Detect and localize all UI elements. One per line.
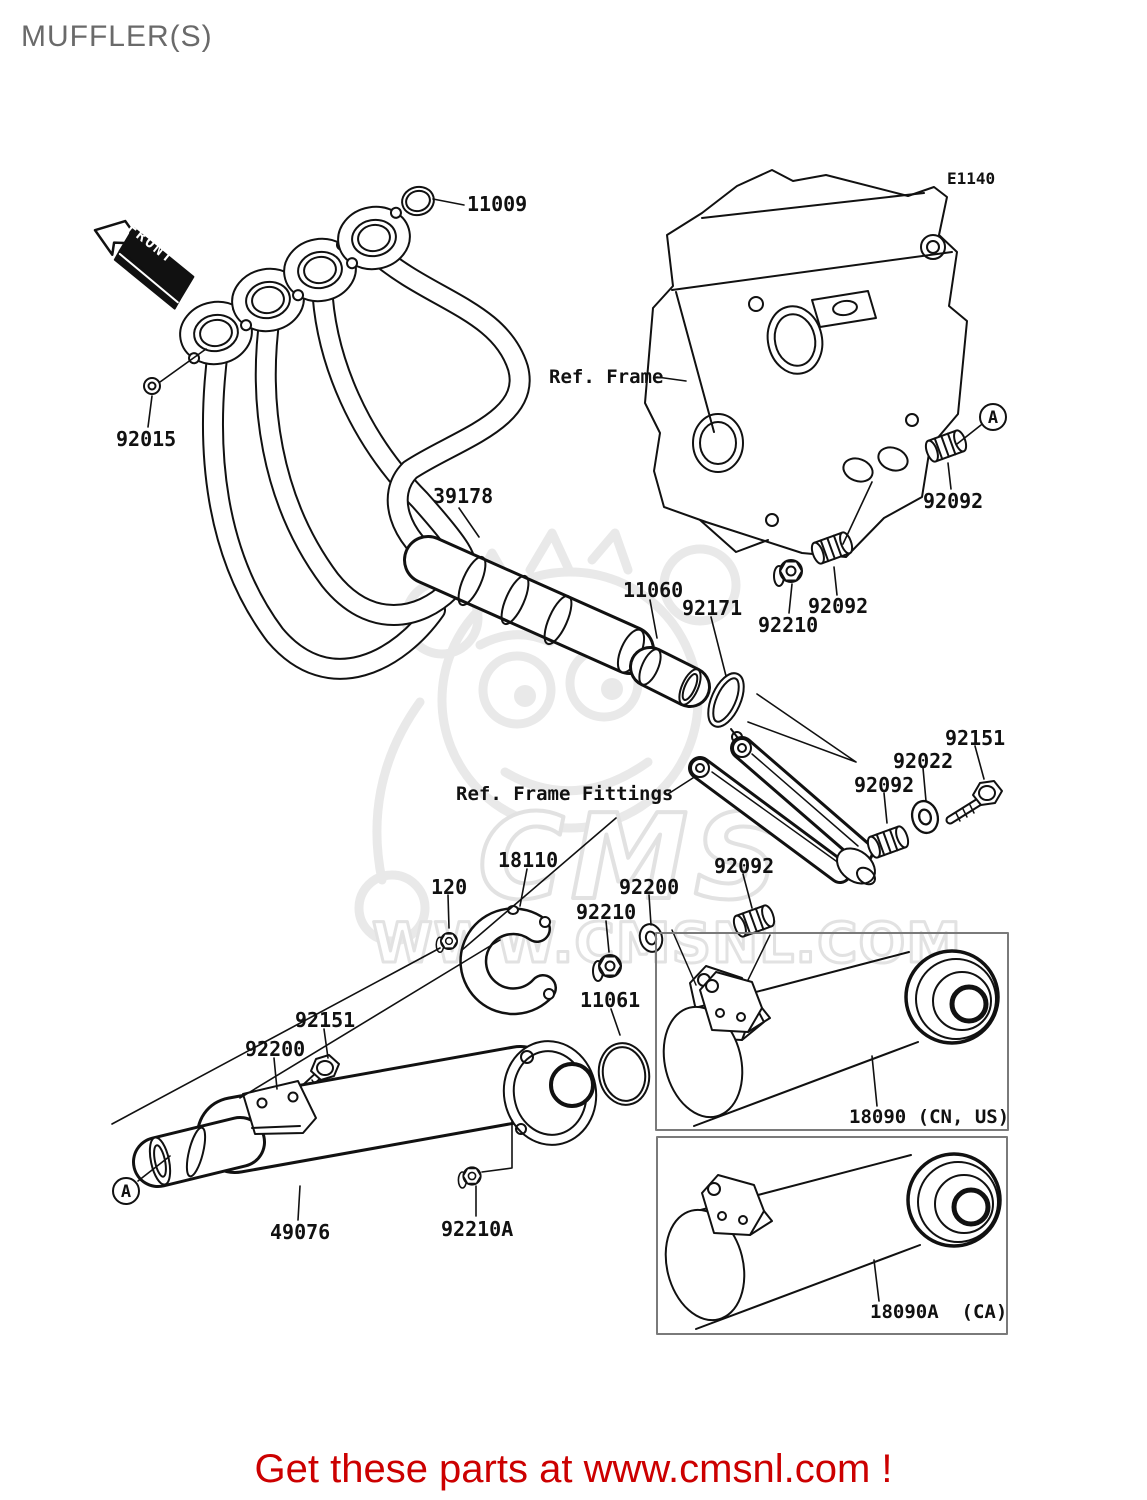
part-label-92151-left: 92151 bbox=[295, 1008, 356, 1032]
ref-frame-label: Ref. Frame bbox=[549, 366, 664, 388]
variant-box-18090 bbox=[655, 932, 1009, 1131]
detail-marker-bottom-letter: A bbox=[121, 1182, 131, 1202]
collector-pipe-drawing bbox=[403, 535, 655, 675]
frame-fittings-drawing bbox=[688, 736, 876, 886]
part-label-92022: 92022 bbox=[893, 749, 954, 773]
ref-frame-drawing bbox=[644, 169, 968, 558]
leader-lines bbox=[111, 198, 985, 1302]
part-label-18110: 18110 bbox=[498, 848, 559, 872]
part-label-92092-right: 92092 bbox=[854, 773, 915, 797]
part-label-92200-right: 92200 bbox=[619, 875, 680, 899]
page-title: MUFFLER(S) bbox=[21, 20, 213, 53]
variant-box-18090a bbox=[656, 1136, 1008, 1335]
part-label-92092-bottom: 92092 bbox=[714, 854, 775, 878]
footer-promo-link[interactable]: Get these parts at www.cmsnl.com ! bbox=[254, 1447, 893, 1491]
part-label-11009: 11009 bbox=[467, 192, 528, 216]
nut-92210-mid bbox=[773, 559, 803, 587]
part-label-11061: 11061 bbox=[580, 988, 641, 1012]
bolt-92151-right bbox=[945, 780, 1003, 825]
washer-92022 bbox=[907, 797, 943, 837]
nut-92210a bbox=[457, 1166, 482, 1189]
damper-92092-right bbox=[864, 823, 912, 861]
part-label-49076: 49076 bbox=[270, 1220, 331, 1244]
part-label-11060: 11060 bbox=[623, 578, 684, 602]
line-art bbox=[93, 169, 1009, 1335]
detail-marker-top-letter: A bbox=[988, 408, 998, 428]
muffler-body-drawing bbox=[132, 1040, 651, 1188]
detail-marker-bottom bbox=[112, 1177, 140, 1205]
part-label-39178: 39178 bbox=[433, 484, 494, 508]
bolt-92015-drawing bbox=[143, 377, 161, 395]
detail-marker-top bbox=[979, 403, 1007, 431]
exhaust-flanges-drawing bbox=[174, 200, 416, 371]
part-label-18090: 18090 (CN, US) bbox=[849, 1106, 1010, 1128]
ref-frame-fittings-label: Ref. Frame Fittings bbox=[456, 783, 674, 805]
part-label-120: 120 bbox=[431, 875, 468, 899]
front-arrow bbox=[93, 219, 195, 310]
part-label-92210a: 92210A bbox=[441, 1217, 514, 1241]
watermark-brand-text: CMS bbox=[478, 788, 785, 926]
variant-boxes bbox=[655, 932, 1009, 1335]
part-label-92092-mid: 92092 bbox=[808, 594, 869, 618]
clamp-drawing bbox=[707, 672, 745, 747]
part-label-92015: 92015 bbox=[116, 427, 177, 451]
gasket-11009-drawing bbox=[401, 185, 435, 217]
part-label-18090a: 18090A (CA) bbox=[870, 1301, 1008, 1323]
part-label-92151-right: 92151 bbox=[945, 726, 1006, 750]
header-pipes-drawing bbox=[202, 242, 531, 680]
part-label-92210-mid: 92210 bbox=[758, 613, 819, 637]
part-label-92092-top: 92092 bbox=[923, 489, 984, 513]
part-label-92210-bottom: 92210 bbox=[576, 900, 637, 924]
part-label-92171: 92171 bbox=[682, 596, 743, 620]
heat-shield-drawing bbox=[459, 905, 557, 1016]
diagram-code-e1140: E1140 bbox=[947, 169, 996, 188]
part-label-92200-left: 92200 bbox=[245, 1037, 306, 1061]
holder-sleeve-drawing bbox=[629, 646, 711, 708]
